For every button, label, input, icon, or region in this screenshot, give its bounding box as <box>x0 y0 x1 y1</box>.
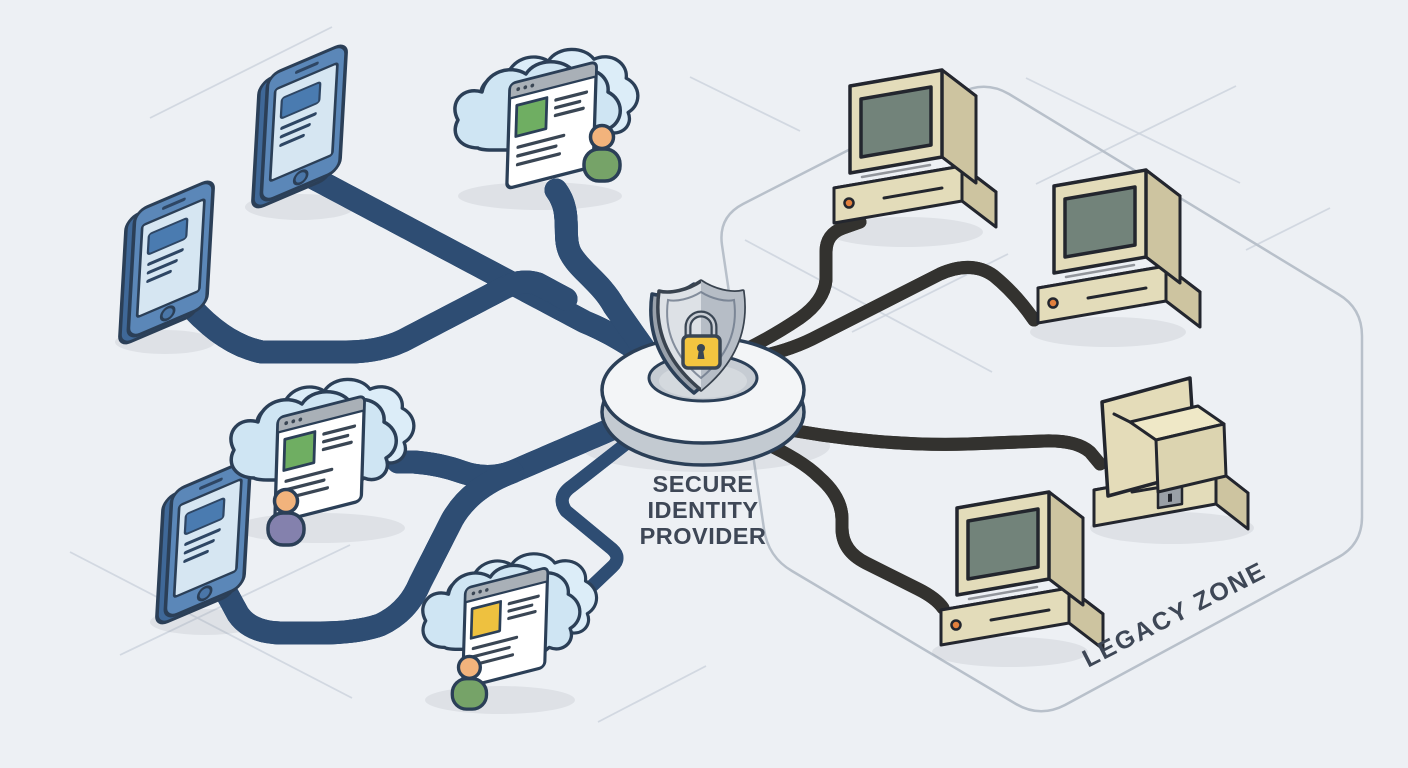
identity-hub <box>600 279 806 467</box>
shield-inner-border <box>666 290 736 380</box>
cable-hub-to-computer3 <box>763 419 1107 471</box>
modern-connections <box>180 162 657 645</box>
legacy-computer-4 <box>939 490 1105 651</box>
monitor-back-hump <box>1154 422 1228 494</box>
legacy-computer-2 <box>1036 168 1202 329</box>
cable-hub-to-computer2 <box>745 267 1041 365</box>
road-cloud1-to-hub <box>544 178 657 362</box>
legacy-computer-1 <box>832 68 998 229</box>
road-phone2-to-hub <box>180 282 578 364</box>
padlock-icon <box>681 310 722 370</box>
cable-hub-to-computer1 <box>738 215 867 357</box>
legacy-computer-3-back-view <box>1092 376 1250 531</box>
cable-hub-to-computer4 <box>733 425 950 615</box>
hub-label-line3: PROVIDER <box>640 523 767 549</box>
hub-label-line1: SECURE <box>653 471 754 497</box>
road-fork-to-phone3 <box>214 460 524 645</box>
user-icon <box>266 487 306 547</box>
legacy-connections <box>733 215 1107 615</box>
hub-label-line2: IDENTITY <box>647 497 758 523</box>
shield-lock-icon <box>649 279 746 395</box>
hub-label: SECURE IDENTITY PROVIDER <box>640 471 767 549</box>
user-icon <box>582 123 622 183</box>
legacy-zone-boundary <box>720 85 1364 713</box>
user-icon <box>450 654 489 711</box>
